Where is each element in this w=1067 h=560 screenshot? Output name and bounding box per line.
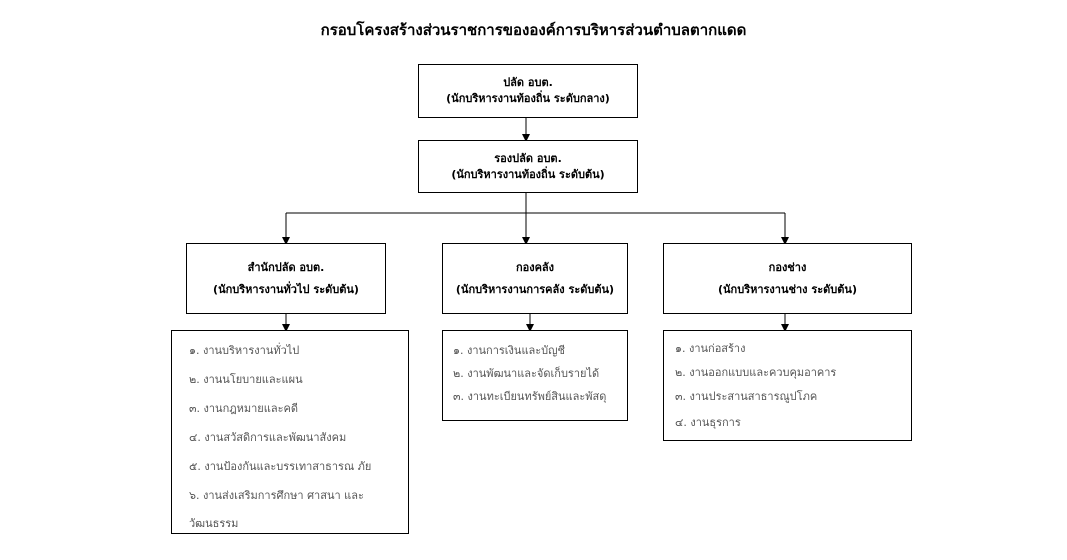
- engineering-title: กองช่าง: [768, 260, 807, 274]
- finance-title: กองคลัง: [515, 260, 555, 274]
- finance-task-item: ๒. งานพัฒนาและจัดเก็บรายได้: [453, 367, 600, 380]
- office-task-item: ๕. งานป้องกันและบรรเทาสาธารณ ภัย: [189, 460, 372, 473]
- office-task-item: วัฒนธรรม: [189, 517, 239, 530]
- office-subtitle: (นักบริหารงานทั่วไป ระดับต้น): [213, 282, 359, 296]
- box-finance-division: กองคลัง (นักบริหารงานการคลัง ระดับต้น): [442, 243, 628, 314]
- finance-task-list: ๑. งานการเงินและบัญชี ๒. งานพัฒนาและจัดเ…: [442, 330, 628, 421]
- office-title: สำนักปลัด อบต.: [247, 260, 325, 274]
- box-palad: ปลัด อบต. (นักบริหารงานท้องถิ่น ระดับกลา…: [418, 64, 638, 118]
- office-task-item: ๖. งานส่งเสริมการศึกษา ศาสนา และ: [189, 489, 364, 502]
- palad-title: ปลัด อบต.: [503, 76, 553, 89]
- engineering-subtitle: (นักบริหารงานช่าง ระดับต้น): [718, 282, 857, 296]
- office-task-item: ๓. งานกฎหมายและคดี: [189, 402, 298, 415]
- chart-title: กรอบโครงสร้างส่วนราชการขององค์การบริหารส…: [320, 21, 747, 39]
- engineering-task-list: ๑. งานก่อสร้าง ๒. งานออกแบบและควบคุมอาคา…: [663, 330, 912, 441]
- office-task-item: ๒. งานนโยบายและแผน: [189, 373, 303, 386]
- office-task-item: ๔. งานสวัสดิการและพัฒนาสังคม: [189, 431, 347, 444]
- deputy-title: รองปลัด อบต.: [494, 151, 562, 165]
- box-deputy-palad: รองปลัด อบต. (นักบริหารงานท้องถิ่น ระดับ…: [418, 140, 638, 193]
- deputy-subtitle: (นักบริหารงานท้องถิ่น ระดับต้น): [451, 167, 605, 181]
- palad-subtitle: (นักบริหารงานท้องถิ่น ระดับกลาง): [446, 92, 610, 105]
- box-engineering-division: กองช่าง (นักบริหารงานช่าง ระดับต้น): [663, 243, 912, 314]
- office-task-item: ๑. งานบริหารงานทั่วไป: [189, 344, 300, 357]
- engineering-task-item: ๑. งานก่อสร้าง: [675, 342, 746, 355]
- finance-task-item: ๑. งานการเงินและบัญชี: [453, 344, 565, 357]
- finance-subtitle: (นักบริหารงานการคลัง ระดับต้น): [455, 282, 615, 296]
- engineering-task-item: ๔. งานธุรการ: [675, 416, 741, 429]
- office-task-list: ๑. งานบริหารงานทั่วไป ๒. งานนโยบายและแผน…: [171, 330, 409, 534]
- engineering-task-item: ๓. งานประสานสาธารณูปโภค: [675, 390, 818, 403]
- finance-task-item: ๓. งานทะเบียนทรัพย์สินและพัสดุ: [453, 390, 607, 403]
- box-office-of-palad: สำนักปลัด อบต. (นักบริหารงานทั่วไป ระดับ…: [186, 243, 386, 314]
- engineering-task-item: ๒. งานออกแบบและควบคุมอาคาร: [675, 366, 837, 379]
